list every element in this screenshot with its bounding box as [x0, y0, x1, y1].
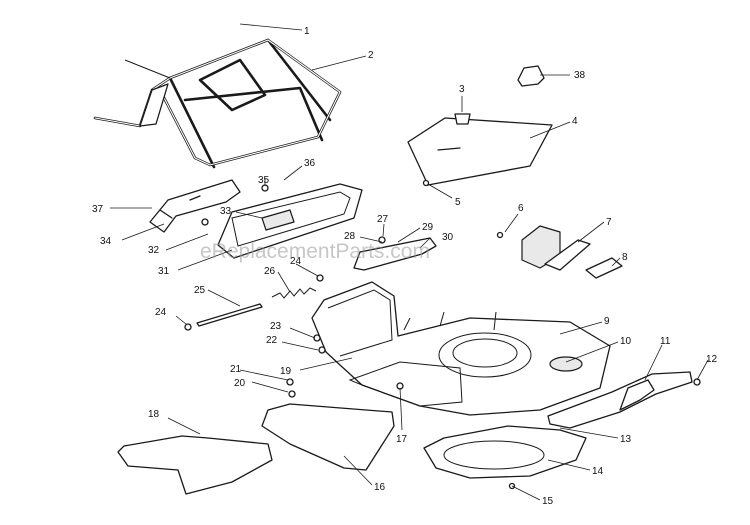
deck-skirt	[547, 371, 693, 429]
mower-deck	[311, 281, 611, 416]
cap-nut	[454, 113, 471, 125]
callout-15: 15	[542, 496, 554, 507]
callout-30: 30	[442, 232, 454, 243]
hardware	[184, 179, 701, 490]
side-bracket	[353, 237, 437, 271]
callout-21: 21	[230, 364, 242, 375]
warning-label	[585, 257, 623, 279]
callout-1: 1	[304, 26, 310, 37]
torsion-spring	[271, 287, 317, 299]
callout-3: 3	[459, 84, 465, 95]
callout-7: 7	[606, 217, 612, 228]
skirt-bracket	[619, 379, 655, 411]
watermark: eReplacementParts.com	[200, 240, 430, 263]
callout-26: 26	[264, 266, 276, 277]
callout-33: 33	[220, 206, 232, 217]
callout-4: 4	[572, 116, 578, 127]
callout-8: 8	[622, 252, 628, 263]
callout-18: 18	[148, 409, 160, 420]
front-cover	[407, 117, 553, 186]
callout-13: 13	[620, 434, 632, 445]
discharge-chute	[117, 435, 273, 495]
callout-35: 35	[258, 175, 270, 186]
callout-17: 17	[396, 434, 408, 445]
callout-2: 2	[368, 50, 374, 61]
callout-22: 22	[266, 335, 278, 346]
callout-19: 19	[280, 366, 292, 377]
hinge-rod	[196, 303, 263, 327]
callout-29: 29	[422, 222, 434, 233]
callout-10: 10	[620, 336, 632, 347]
callout-31: 31	[158, 266, 170, 277]
callout-38: 38	[574, 70, 586, 81]
callout-32: 32	[148, 245, 160, 256]
leader-lines	[110, 23, 709, 501]
callout-28: 28	[344, 231, 356, 242]
callout-23: 23	[270, 321, 282, 332]
callout-14: 14	[592, 466, 604, 477]
callouts: 1 2 3 4 5 6 7 8 9 10 11 12 13 14 15 16 1…	[92, 26, 718, 507]
callout-20: 20	[234, 378, 246, 389]
adjust-knob	[517, 65, 545, 87]
callout-12: 12	[706, 354, 718, 365]
callout-25: 25	[194, 285, 206, 296]
callout-11: 11	[660, 336, 671, 347]
callout-9: 9	[604, 316, 610, 327]
callout-37: 37	[92, 204, 104, 215]
rear-flap	[261, 403, 395, 471]
handle-bracket	[149, 179, 241, 233]
callout-36: 36	[304, 158, 316, 169]
callout-24-spring: 24	[290, 256, 302, 267]
callout-34: 34	[100, 236, 112, 247]
filter-plate	[544, 239, 591, 271]
mulch-plate	[423, 425, 587, 479]
rear-door	[217, 183, 363, 259]
callout-27: 27	[377, 214, 389, 225]
callout-16: 16	[374, 482, 386, 493]
callout-5: 5	[455, 197, 461, 208]
handle-assembly	[93, 38, 342, 169]
callout-24-rod: 24	[155, 307, 167, 318]
callout-6: 6	[518, 203, 524, 214]
